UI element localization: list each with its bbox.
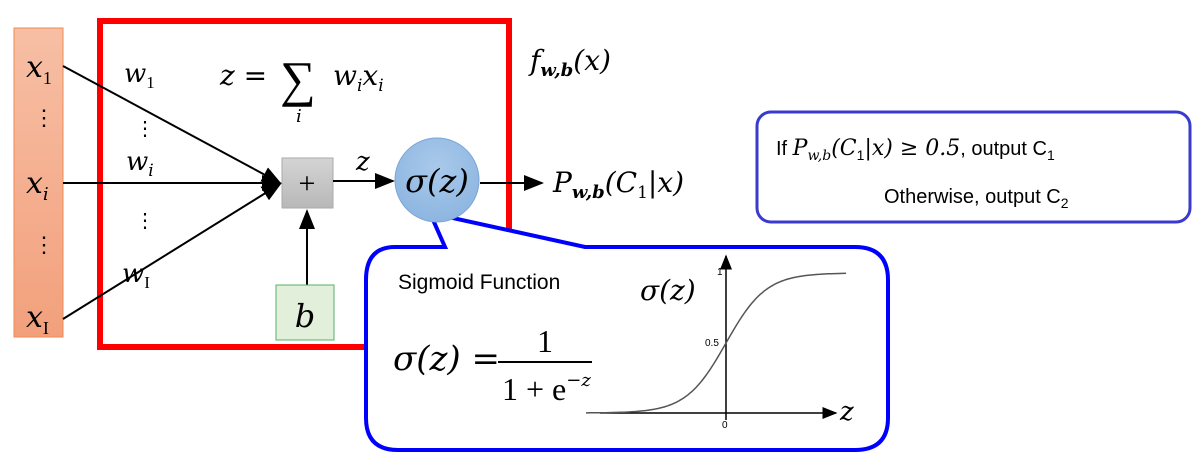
x-axis-label: z xyxy=(839,397,854,427)
y-tick-0.5: 0.5 xyxy=(705,338,719,349)
input-dots: ⋮ xyxy=(33,232,55,257)
input-x1: x1 xyxy=(26,50,52,88)
z-label: z xyxy=(355,147,370,177)
sigmoid-node-label: σ(z) xyxy=(405,162,469,200)
plus-sign: + xyxy=(299,167,316,200)
sigmoid-callout xyxy=(364,210,890,452)
svg-text:wixi: wixi xyxy=(333,59,384,96)
sum-formula: z = ∑ i wixi xyxy=(219,51,384,127)
x-tick-0: 0 xyxy=(722,420,728,431)
function-label: fw,b(x) xyxy=(528,44,611,81)
weight-dots: ⋮ xyxy=(135,210,155,232)
sigmoid-numerator: 1 xyxy=(537,323,553,359)
callout-title: Sigmoid Function xyxy=(398,271,560,294)
decision-rule-box xyxy=(755,110,1192,224)
svg-text:∑: ∑ xyxy=(280,51,316,107)
sigmoid-node xyxy=(394,137,480,223)
sigmoid-denominator: 1 + e−z xyxy=(502,370,591,407)
y-tick-1: 1 xyxy=(717,267,723,278)
decision-rule-2: Otherwise, output C2 xyxy=(884,186,1069,211)
input-xi: xi xyxy=(26,166,49,205)
sigmoid-chart: σ(z) z 0 0.5 1 xyxy=(586,254,854,431)
weight-edge-1 xyxy=(62,65,282,184)
sum-node xyxy=(281,157,334,209)
bias-label: b xyxy=(295,297,315,335)
weight-dots: ⋮ xyxy=(135,118,155,140)
svg-text:i: i xyxy=(296,106,302,127)
svg-text:z =: z = xyxy=(219,59,267,92)
y-axis-label: σ(z) xyxy=(640,274,696,307)
weight-w1: w1 xyxy=(124,59,155,92)
weight-wI: wI xyxy=(122,259,150,292)
sigmoid-formula-lhs: σ(z) = xyxy=(393,339,500,379)
input-dots: ⋮ xyxy=(33,105,55,130)
bias-node xyxy=(275,284,335,341)
input-xI: xI xyxy=(26,300,49,338)
input-vector xyxy=(13,27,64,338)
sigmoid-curve xyxy=(586,272,847,414)
output-probability: Pw,b(C1|x) xyxy=(552,166,684,203)
weight-edge-I xyxy=(62,182,282,320)
decision-rule-1: If Pw,b(C1|x) ≥ 0.5, output C1 xyxy=(776,136,1055,164)
weight-wi: wi xyxy=(126,147,154,181)
